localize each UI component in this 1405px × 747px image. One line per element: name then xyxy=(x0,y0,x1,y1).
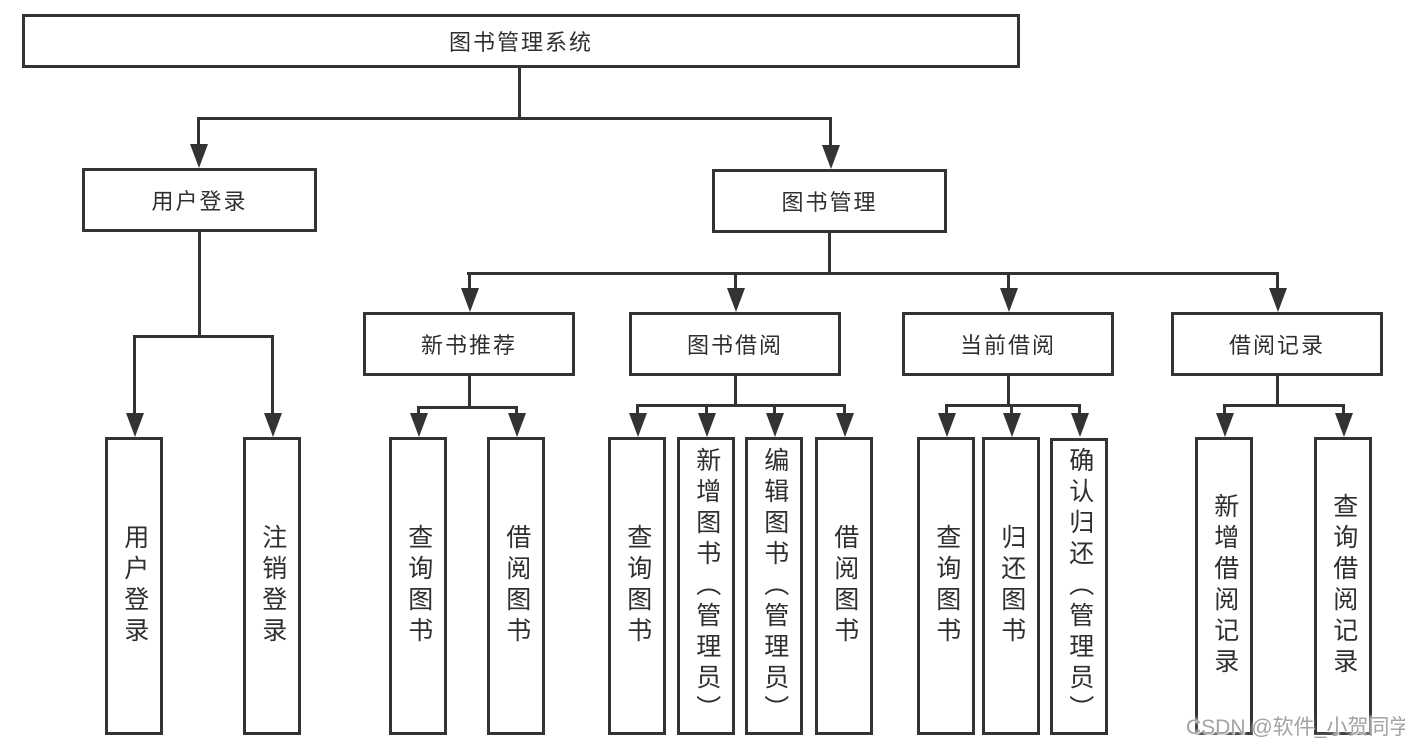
leaf-return-books: 归还图书 xyxy=(982,437,1040,735)
connector-line xyxy=(945,404,1081,407)
node-label: 查询图书 xyxy=(623,524,652,648)
leaf-query-borrow-record: 查询借阅记录 xyxy=(1314,437,1372,735)
arrowhead-icon xyxy=(766,413,784,437)
arrowhead-icon xyxy=(727,288,745,312)
node-label: 注销登录 xyxy=(258,524,287,648)
arrowhead-icon xyxy=(410,413,428,437)
connector-line xyxy=(197,117,832,120)
arrowhead-icon xyxy=(1071,413,1089,437)
node-label: 借阅记录 xyxy=(1228,333,1325,358)
node-label: 查询图书 xyxy=(404,524,433,648)
connector-line xyxy=(1276,272,1279,288)
connector-line xyxy=(1007,272,1010,288)
node-label: 图书管理 xyxy=(781,190,878,215)
arrowhead-icon xyxy=(1000,288,1018,312)
connector-line xyxy=(636,404,639,415)
node-current-borrowing: 当前借阅 xyxy=(902,312,1114,376)
node-user-login: 用户登录 xyxy=(82,168,317,232)
arrowhead-icon xyxy=(1269,288,1287,312)
node-book-borrowing: 图书借阅 xyxy=(629,312,841,376)
node-label: 查询图书 xyxy=(932,524,961,648)
arrowhead-icon xyxy=(698,413,716,437)
connector-line xyxy=(843,404,846,415)
connector-line xyxy=(198,232,201,337)
arrowhead-icon xyxy=(836,413,854,437)
leaf-confirm-return-admin: 确认归还（管理员） xyxy=(1050,438,1108,735)
connector-line xyxy=(829,117,832,146)
arrowhead-icon xyxy=(1335,413,1353,437)
leaf-user-login: 用户登录 xyxy=(105,437,163,735)
node-borrowing-records: 借阅记录 xyxy=(1171,312,1383,376)
connector-line xyxy=(705,404,708,415)
node-label: 用户登录 xyxy=(120,524,149,648)
connector-line xyxy=(734,376,737,406)
node-book-management: 图书管理 xyxy=(712,169,947,233)
connector-line xyxy=(734,272,737,288)
node-label: 确认归还（管理员） xyxy=(1065,447,1094,726)
node-label: 图书管理系统 xyxy=(448,30,593,55)
connector-line xyxy=(133,335,274,338)
node-label: 图书借阅 xyxy=(686,333,783,358)
leaf-query-books-recommend: 查询图书 xyxy=(389,437,447,735)
connector-line xyxy=(945,404,948,415)
arrowhead-icon xyxy=(1003,413,1021,437)
connector-line xyxy=(1223,404,1226,415)
connector-line xyxy=(1276,376,1279,406)
connector-line xyxy=(1010,404,1013,415)
connector-line xyxy=(1007,376,1010,406)
node-label: 归还图书 xyxy=(997,524,1026,648)
connector-line xyxy=(636,404,846,407)
connector-line xyxy=(1342,404,1345,415)
node-label: 新增图书（管理员） xyxy=(692,446,721,726)
node-label: 编辑图书（管理员） xyxy=(760,446,789,726)
arrowhead-icon xyxy=(508,413,526,437)
leaf-query-books-current: 查询图书 xyxy=(917,437,975,735)
leaf-borrow-books-recommend: 借阅图书 xyxy=(487,437,545,735)
arrowhead-icon xyxy=(190,144,208,168)
connector-line xyxy=(1223,404,1345,407)
connector-line xyxy=(515,406,518,415)
node-label: 查询借阅记录 xyxy=(1329,493,1358,679)
node-label: 新书推荐 xyxy=(420,333,517,358)
arrowhead-icon xyxy=(264,413,282,437)
arrowhead-icon xyxy=(461,288,479,312)
connector-line xyxy=(271,335,274,413)
connector-line xyxy=(518,68,521,120)
node-label: 借阅图书 xyxy=(502,524,531,648)
arrowhead-icon xyxy=(126,413,144,437)
leaf-add-book-admin: 新增图书（管理员） xyxy=(677,437,735,735)
connector-line xyxy=(828,233,831,274)
connector-line xyxy=(773,404,776,415)
leaf-edit-book-admin: 编辑图书（管理员） xyxy=(745,437,803,735)
connector-line xyxy=(468,376,471,408)
connector-line xyxy=(468,272,471,288)
connector-line xyxy=(417,406,518,409)
connector-line xyxy=(417,406,420,415)
connector-line xyxy=(197,117,200,145)
connector-line xyxy=(1078,404,1081,415)
csdn-watermark: CSDN @软件_小贺同学 xyxy=(1186,716,1405,739)
node-root-system: 图书管理系统 xyxy=(22,14,1020,68)
connector-line xyxy=(467,272,1279,275)
node-label: 新增借阅记录 xyxy=(1210,493,1239,679)
node-label: 用户登录 xyxy=(151,189,248,214)
node-new-book-recommend: 新书推荐 xyxy=(363,312,575,376)
connector-line xyxy=(133,335,136,413)
leaf-logout: 注销登录 xyxy=(243,437,301,735)
arrowhead-icon xyxy=(938,413,956,437)
arrowhead-icon xyxy=(822,145,840,169)
arrowhead-icon xyxy=(1216,413,1234,437)
node-label: 借阅图书 xyxy=(830,524,859,648)
node-label: 当前借阅 xyxy=(959,333,1056,358)
leaf-borrow-books: 借阅图书 xyxy=(815,437,873,735)
leaf-add-borrow-record: 新增借阅记录 xyxy=(1195,437,1253,735)
leaf-query-books-borrowing: 查询图书 xyxy=(608,437,666,735)
arrowhead-icon xyxy=(629,413,647,437)
